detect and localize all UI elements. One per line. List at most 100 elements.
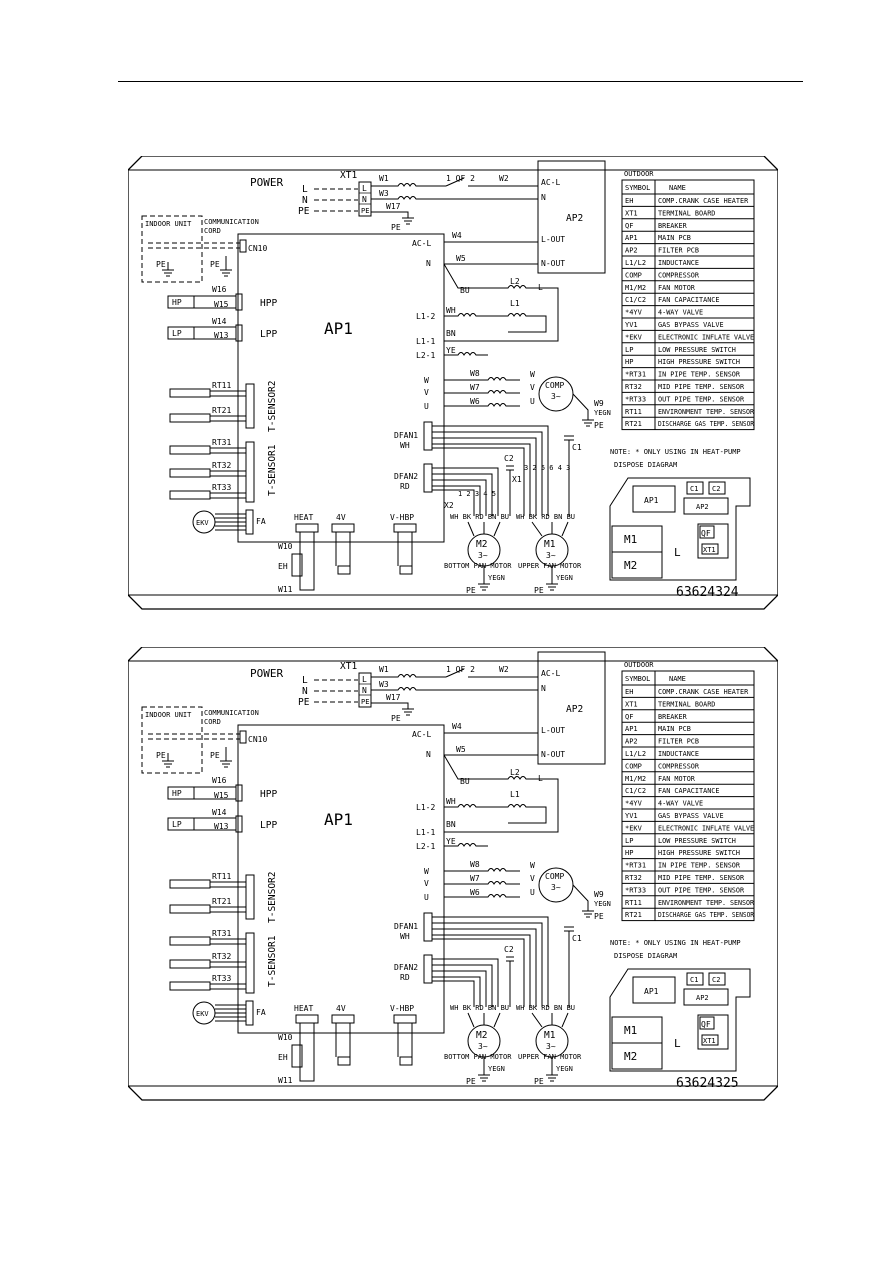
legend-symbol: *EKV (625, 824, 643, 832)
diagram-frame (128, 156, 778, 610)
legend-symbol: HP (625, 849, 633, 857)
m2-yegn: YEGN (488, 1065, 505, 1073)
legend-symbol: *RT33 (625, 886, 646, 894)
w4-label: W4 (452, 722, 462, 731)
w8-wire (444, 868, 520, 872)
m1-wire-colors: WH BK RD BN BU (516, 513, 575, 521)
legend-dispose: DISPOSE DIAGRAM (614, 461, 677, 469)
w8-wire (444, 377, 520, 381)
rt33-sensor: RT33 (169, 974, 246, 991)
w5-label: W5 (456, 745, 466, 754)
dispose-qf-label: QF (701, 1020, 711, 1029)
hpp-connector (235, 293, 243, 311)
w6-label: W6 (470, 888, 480, 897)
indoor-pe: PE (156, 260, 166, 269)
dfan2-label: DFAN2 (394, 963, 418, 972)
legend-symbol: EH (625, 197, 633, 205)
dfan1-color: WH (400, 932, 410, 941)
w6-wire (444, 894, 520, 898)
xt1-pe: PE (361, 698, 369, 706)
c1-capacitor (564, 435, 574, 516)
l1-inductor-wire (444, 313, 547, 333)
l1-inductor-wire (444, 804, 547, 824)
heat-wires (299, 532, 315, 591)
comp-v: V (530, 383, 535, 392)
heat-connector (295, 523, 319, 533)
dispose-c1 (686, 481, 704, 495)
legend-name: COMPRESSOR (658, 762, 700, 770)
power-n-label: N (302, 686, 308, 697)
tsensor1-connector (245, 441, 255, 503)
dispose-ap1-label: AP1 (644, 496, 659, 505)
dispose-m2-label: M2 (624, 559, 637, 572)
legend-symbol: RT32 (625, 383, 642, 391)
w17-ground-icon (402, 217, 414, 225)
w3-wire (371, 196, 538, 200)
indoor-unit-box (141, 706, 203, 774)
m1-wire-colors: WH BK RD BN BU (516, 1004, 575, 1012)
page-top-rule (118, 81, 803, 82)
dispose-xt1-label: XT1 (703, 546, 716, 554)
dfan1-label: DFAN1 (394, 431, 418, 440)
dispose-m2 (611, 1042, 663, 1070)
legend-symbol: QF (625, 222, 633, 230)
fourv-label: 4V (336, 1004, 346, 1013)
bu-label: BU (460, 286, 470, 295)
w3-label: W3 (379, 680, 389, 689)
svg-text:RT31: RT31 (212, 929, 231, 938)
dispose-ap2-label: AP2 (696, 503, 709, 511)
vhbp-coil (399, 565, 413, 575)
m1-yegn: YEGN (556, 1065, 573, 1073)
dfan1-connector (423, 912, 433, 942)
w8-label: W8 (470, 369, 480, 378)
l1-2-label: L1-2 (416, 803, 435, 812)
ye-label: YE (446, 346, 456, 355)
comp-u: U (530, 397, 535, 406)
ap2-filter-pcb (537, 160, 606, 274)
ap2-acl: AC-L (541, 669, 560, 678)
hpp-connector (235, 784, 243, 802)
legend-symbol: L1/L2 (625, 259, 646, 267)
legend-name: 4-WAY VALVE (658, 309, 703, 317)
legend-symbol: C1/C2 (625, 296, 646, 304)
xt1-n: N (362, 195, 367, 204)
legend-title: OUTDOOR (624, 661, 654, 669)
legend-symbol: YV1 (625, 812, 638, 820)
ap1-acl: AC-L (412, 239, 431, 248)
svg-text:RT11: RT11 (212, 381, 231, 390)
dispose-ap2 (683, 497, 729, 515)
legend-symbol: AP2 (625, 738, 638, 746)
fourv-coil (337, 1056, 351, 1066)
dispose-qf (699, 1016, 715, 1030)
svg-text:RT21: RT21 (212, 406, 231, 415)
cord-pe: PE (210, 751, 220, 760)
cn10-label: CN10 (248, 735, 267, 744)
legend-name: IN PIPE TEMP. SENSOR (658, 862, 741, 870)
w16-label: W16 (212, 776, 227, 785)
dfan2-connector (423, 463, 433, 493)
bottom-fan-motor-label: BOTTOM FAN MOTOR (444, 562, 512, 570)
power-label: POWER (250, 176, 283, 189)
dfan1-connector (423, 421, 433, 451)
dfan2-color: RD (400, 482, 410, 491)
legend-symbol: COMP (625, 271, 642, 279)
m2-ground-icon (478, 566, 490, 591)
tsensor2-connector (245, 383, 255, 429)
legend-symbol: RT21 (625, 420, 642, 428)
legend-dispose: DISPOSE DIAGRAM (614, 952, 677, 960)
w11-label: W11 (278, 585, 293, 594)
heat-wires (299, 1023, 315, 1082)
rt33-sensor: RT33 (169, 483, 246, 500)
m1-label: M1 (544, 539, 556, 550)
legend-name: INDUCTANCE (658, 750, 699, 758)
hpp-label: HPP (260, 298, 277, 309)
power-pe-label: PE (298, 206, 310, 217)
hp-label: HP (172, 789, 182, 798)
w1-wire (371, 183, 446, 187)
legend-name: ELECTRONIC INFLATE VALVE (658, 824, 754, 832)
u-term: U (424, 893, 429, 902)
comp-u: U (530, 888, 535, 897)
dispose-ap1-label: AP1 (644, 987, 659, 996)
legend-symbol: RT32 (625, 874, 642, 882)
dispose-l-label: L (674, 1037, 681, 1050)
